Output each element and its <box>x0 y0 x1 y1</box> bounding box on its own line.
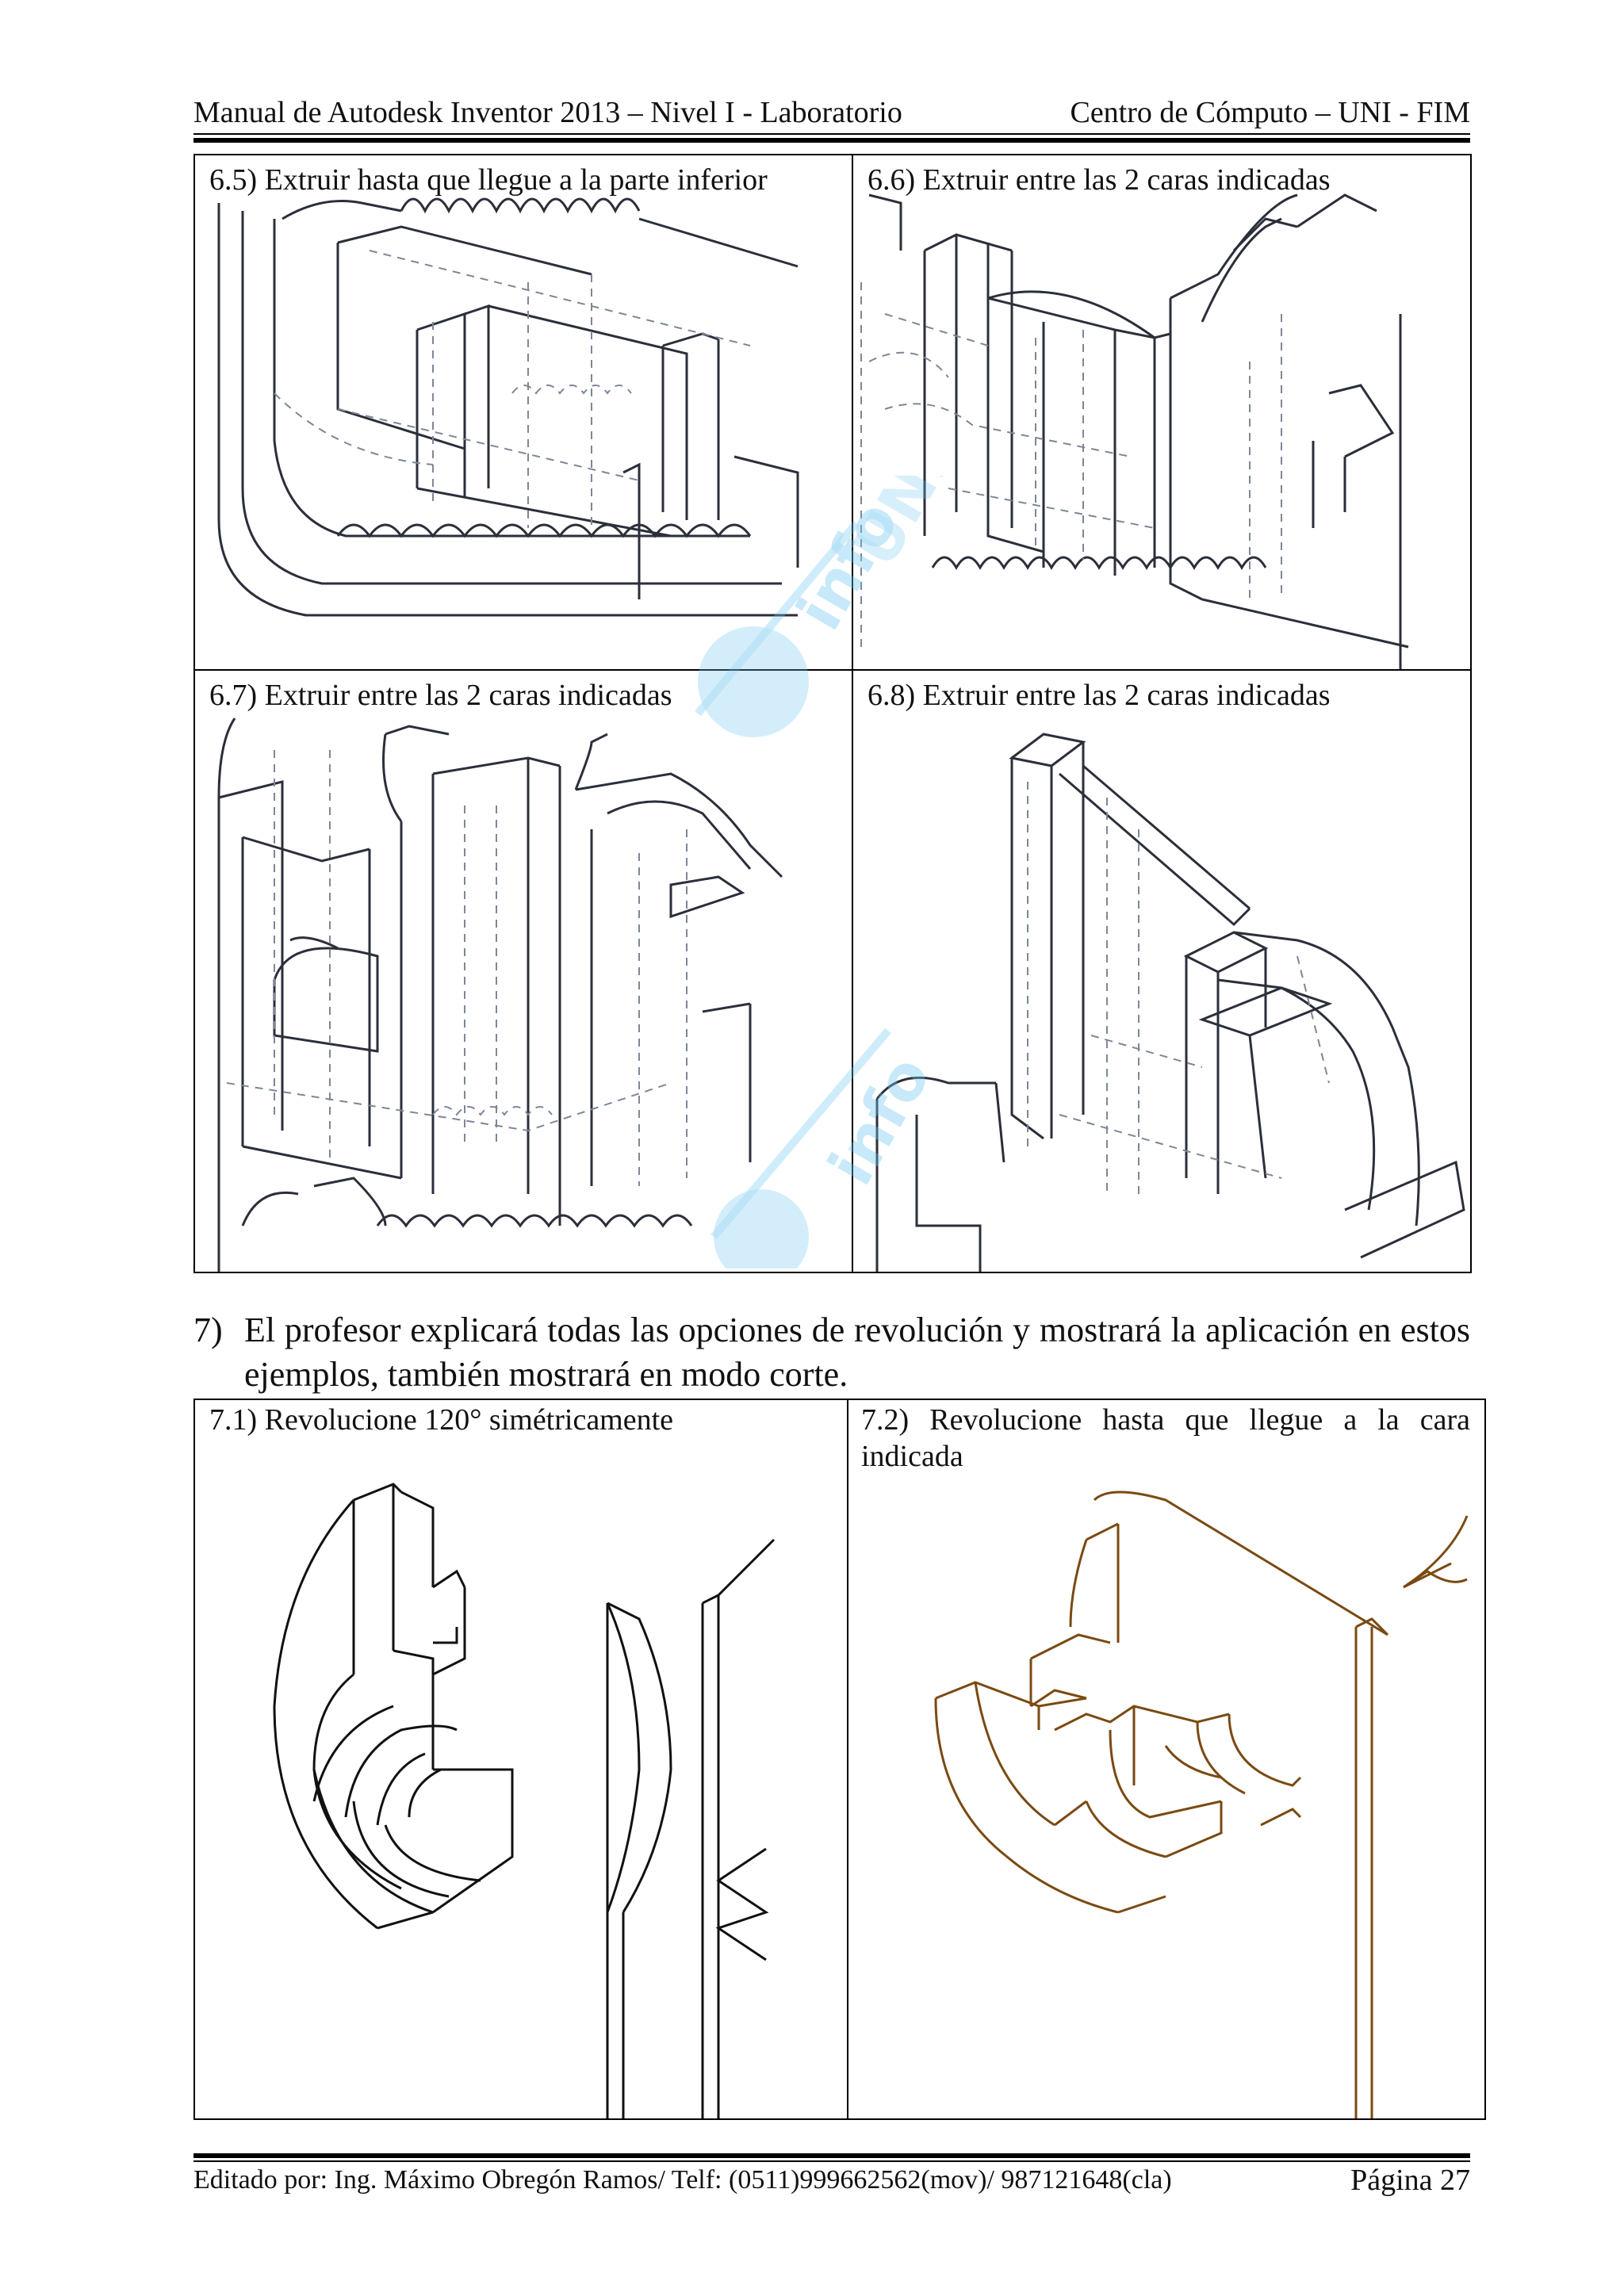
figure-cell-6-8: 6.8) Extruir entre las 2 caras indicadas <box>853 671 1470 1272</box>
header-org: Centro de Cómputo – UNI - FIM <box>1070 96 1470 129</box>
table-6-divider-vertical <box>852 154 853 1273</box>
table-6-divider-horizontal <box>193 669 1472 671</box>
page-header: Manual de Autodesk Inventor 2013 – Nivel… <box>193 95 1470 130</box>
header-rule-thin <box>193 133 1470 135</box>
figure-table-6 <box>193 154 1472 1273</box>
header-rule-thick <box>193 138 1470 143</box>
figure-cell-6-7: 6.7) Extruir entre las 2 caras indicadas <box>195 671 852 1272</box>
header-title: Manual de Autodesk Inventor 2013 – Nivel… <box>193 96 902 129</box>
figure-caption-6-6: 6.6) Extruir entre las 2 caras indicadas <box>868 163 1331 197</box>
cad-drawing-6-8 <box>875 733 1465 1272</box>
cad-drawing-7-1 <box>273 1483 776 2118</box>
figure-caption-7-2: 7.2) Revolucione hasta que llegue a la c… <box>861 1403 1470 1473</box>
section-7-text: El profesor explicará todas las opciones… <box>244 1311 1470 1394</box>
figure-caption-6-8: 6.8) Extruir entre las 2 caras indicadas <box>868 679 1331 712</box>
cad-drawing-6-5 <box>217 197 799 617</box>
cad-drawing-6-6 <box>860 193 1409 669</box>
figure-caption-6-7: 6.7) Extruir entre las 2 caras indicadas <box>209 679 672 712</box>
figure-caption-7-1: 7.1) Revolucione 120° simétricamente <box>209 1403 674 1437</box>
figure-cell-6-6: 6.6) Extruir entre las 2 caras indicadas <box>853 155 1470 669</box>
watermark-text-info-2: info <box>816 1044 945 1196</box>
cad-drawing-6-7 <box>217 718 783 1272</box>
table-7-divider-vertical <box>847 1399 848 2120</box>
figure-cell-6-5: 6.5) Extruir hasta que llegue a la parte… <box>195 155 852 669</box>
footer-rule-thick <box>193 2153 1470 2158</box>
figure-caption-6-5: 6.5) Extruir hasta que llegue a la parte… <box>209 163 768 197</box>
section-7-number: 7) <box>193 1311 223 1349</box>
footer-editor: Editado por: Ing. Máximo Obregón Ramos/ … <box>193 2165 1172 2195</box>
footer-rule-thin <box>193 2160 1470 2162</box>
cad-drawing-7-2 <box>934 1490 1469 2118</box>
watermark-logo: info UNI info <box>695 476 963 1269</box>
page-number: Página 27 <box>1350 2164 1470 2197</box>
figure-table-7 <box>193 1399 1486 2120</box>
